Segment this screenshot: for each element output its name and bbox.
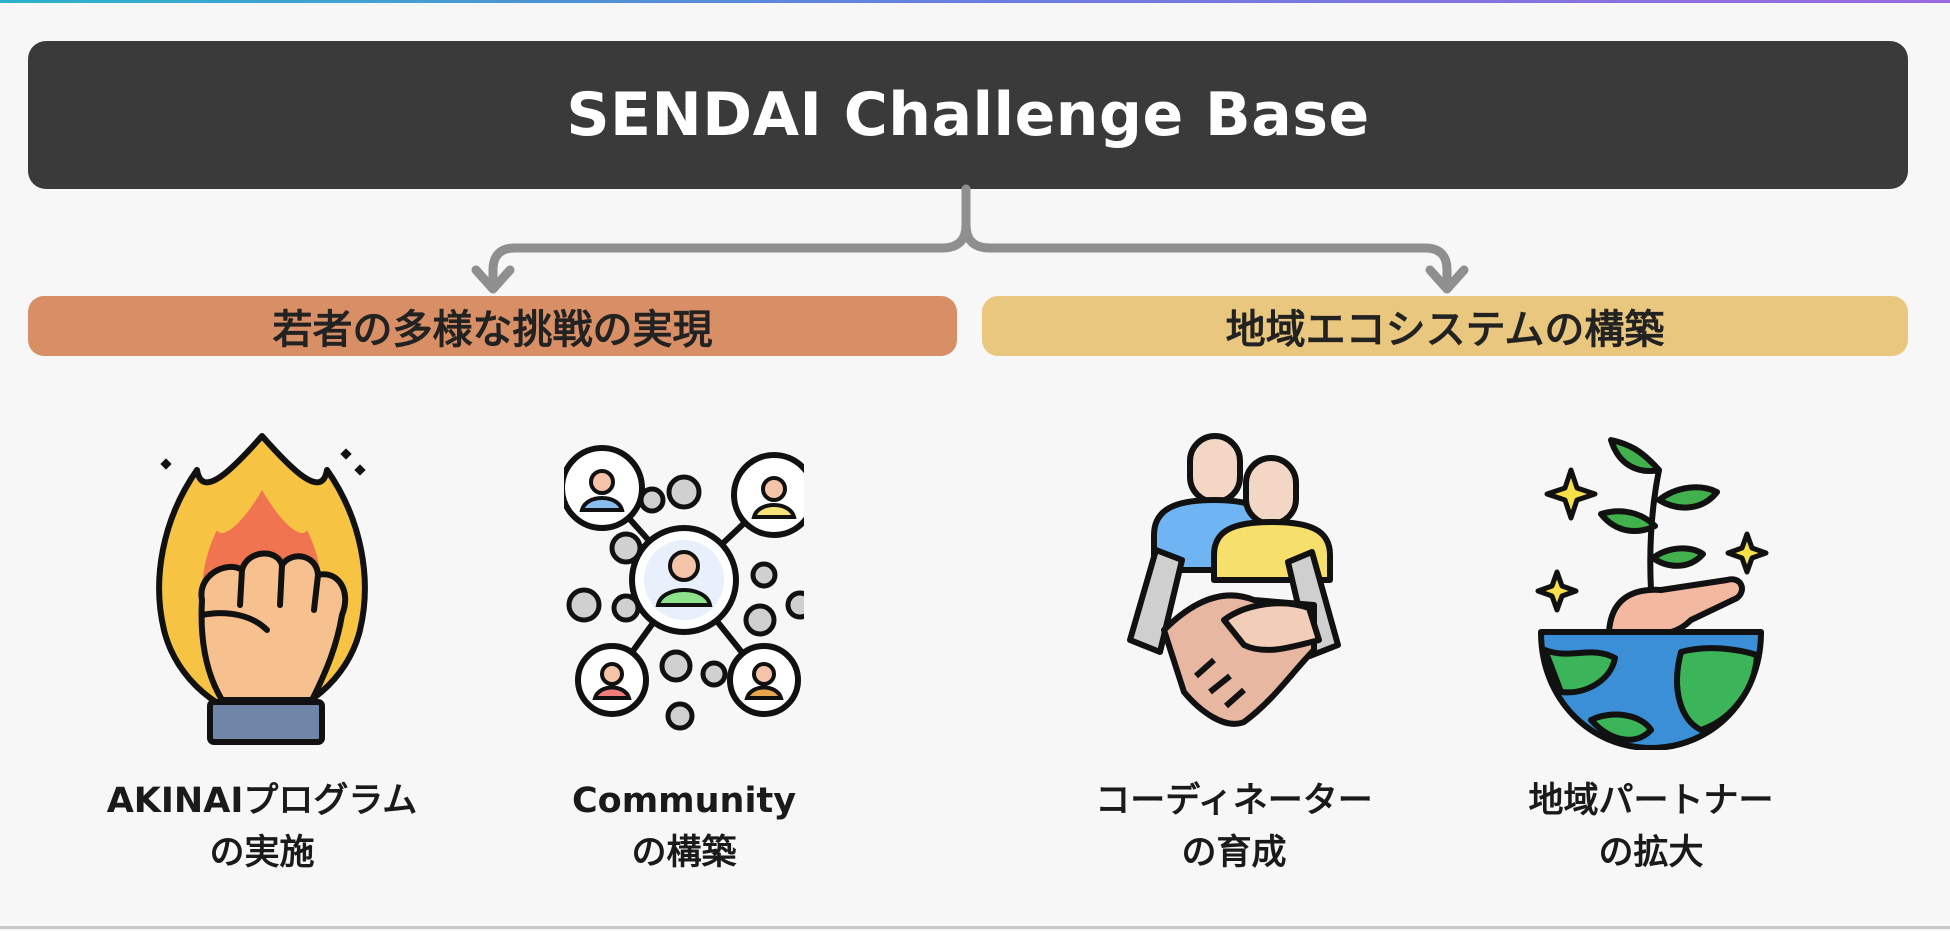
card-label-line2: の拡大: [1598, 833, 1704, 873]
title-bar: SENDAI Challenge Base: [28, 41, 1908, 189]
category-youth-challenge: 若者の多様な挑戦の実現: [28, 296, 957, 356]
bottom-divider: [0, 926, 1950, 929]
card-community: Community の構築: [514, 430, 854, 890]
card-label-line1: Community: [571, 781, 797, 821]
card-label-line1: コーディネーター: [1095, 781, 1373, 821]
diagram-title: SENDAI Challenge Base: [566, 80, 1370, 150]
card-label: コーディネーター の育成: [1064, 775, 1404, 879]
category-regional-ecosystem: 地域エコシステムの構築: [982, 296, 1908, 356]
card-coordinator: コーディネーター の育成: [1064, 430, 1404, 890]
card-label-line2: の育成: [1181, 833, 1287, 873]
card-regional-partner: 地域パートナー の拡大: [1481, 430, 1821, 890]
category-label: 地域エコシステムの構築: [1225, 307, 1665, 353]
network-people-icon: [564, 445, 804, 731]
top-accent-line: [0, 0, 1950, 3]
card-label-line2: の構築: [631, 833, 737, 873]
card-akinai-program: AKINAIプログラム の実施: [92, 430, 432, 890]
card-label-line1: AKINAIプログラム: [106, 781, 418, 821]
card-label: 地域パートナー の拡大: [1481, 775, 1821, 879]
card-label-line1: 地域パートナー: [1528, 781, 1774, 821]
card-label: AKINAIプログラム の実施: [92, 775, 432, 879]
fist-flame-icon: [156, 433, 368, 745]
plant-globe-hand-icon: [1535, 437, 1769, 750]
category-label: 若者の多様な挑戦の実現: [272, 307, 713, 353]
card-label-line2: の実施: [209, 833, 315, 873]
handshake-people-icon: [1127, 433, 1341, 727]
card-label: Community の構築: [514, 775, 854, 879]
